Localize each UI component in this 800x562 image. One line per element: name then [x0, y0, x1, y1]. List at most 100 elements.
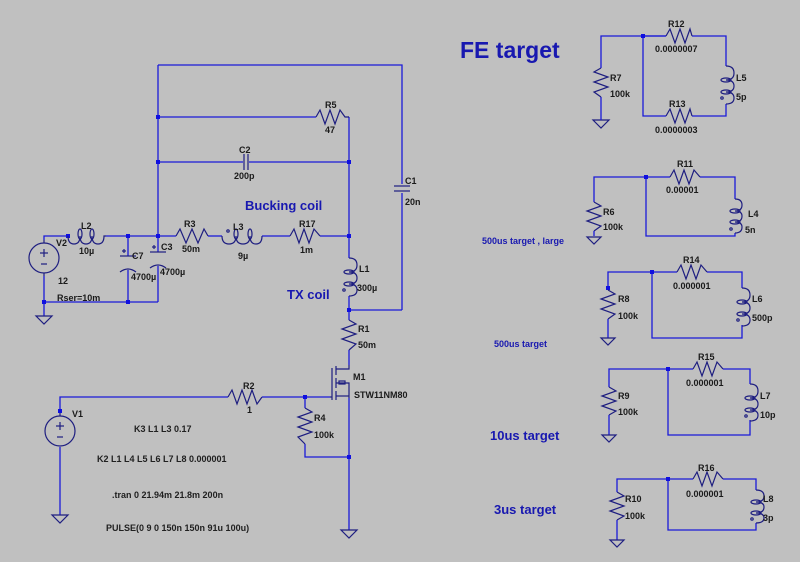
- value-m1: STW11NM80: [354, 390, 408, 400]
- value-l4: 5n: [745, 225, 756, 235]
- title-bucking-coil: Bucking coil: [245, 198, 322, 213]
- value-r13: 0.0000003: [655, 125, 698, 135]
- label-c2: C2: [239, 145, 251, 155]
- fe-target-circuit[interactable]: [591, 27, 735, 129]
- label-r12: R12: [668, 19, 685, 29]
- capacitor-c3[interactable]: [149, 245, 167, 269]
- ground-icon: [34, 315, 54, 325]
- capacitor-c1[interactable]: [394, 185, 410, 192]
- value-r10: 100k: [625, 511, 646, 521]
- target-500us-large-circuit[interactable]: [585, 168, 743, 245]
- annotations: FE target Bucking coil TX coil 500us tar…: [245, 37, 564, 517]
- label-l2: L2: [81, 221, 92, 231]
- label-r8: R8: [618, 294, 630, 304]
- spice-directives: K3 L1 L3 0.17 K2 L1 L4 L5 L6 L7 L8 0.000…: [97, 424, 249, 533]
- value-r3: 50m: [182, 244, 200, 254]
- label-l6: L6: [752, 294, 763, 304]
- label-l1: L1: [359, 264, 370, 274]
- resistor-r2[interactable]: [227, 388, 263, 406]
- label-v2: V2: [56, 238, 67, 248]
- label-r5: R5: [325, 100, 337, 110]
- value-v2: 12: [58, 276, 68, 286]
- value-r5: 47: [325, 125, 335, 135]
- value-r9: 100k: [618, 407, 639, 417]
- value-r11: 0.00001: [666, 185, 699, 195]
- ground-icon: [50, 514, 70, 524]
- value-r12: 0.0000007: [655, 44, 698, 54]
- label-l8: L8: [763, 494, 774, 504]
- voltage-source-v1[interactable]: [44, 413, 76, 447]
- title-tx-coil: TX coil: [287, 287, 330, 302]
- voltage-source-v2[interactable]: [28, 240, 60, 276]
- directive-k3[interactable]: K3 L1 L3 0.17: [134, 424, 192, 434]
- label-l4: L4: [748, 209, 759, 219]
- directive-pulse[interactable]: PULSE(0 9 0 150n 150n 91u 100u): [106, 523, 249, 533]
- label-r4: R4: [314, 413, 326, 423]
- title-500us: 500us target: [494, 339, 547, 349]
- value-r7: 100k: [610, 89, 631, 99]
- value-l7: 10p: [760, 410, 776, 420]
- label-l7: L7: [760, 391, 771, 401]
- value-l6: 500p: [752, 313, 773, 323]
- value-r15: 0.000001: [686, 378, 724, 388]
- label-r3: R3: [184, 219, 196, 229]
- label-r14: R14: [683, 255, 700, 265]
- label-c7: C7: [132, 251, 144, 261]
- label-r1: R1: [358, 324, 370, 334]
- label-c1: C1: [405, 176, 417, 186]
- value-c2: 200p: [234, 171, 255, 181]
- value-l3: 9µ: [238, 251, 248, 261]
- mosfet-m1[interactable]: [330, 365, 350, 400]
- value-r4: 100k: [314, 430, 335, 440]
- value-c3: 4700µ: [160, 267, 185, 277]
- value-l5: 5p: [736, 92, 747, 102]
- capacitor-c2[interactable]: [243, 154, 249, 170]
- label-r13: R13: [669, 99, 686, 109]
- label-r6: R6: [603, 207, 615, 217]
- ground-icon: [339, 529, 359, 539]
- resistor-r4[interactable]: [296, 407, 314, 445]
- value-r17: 1m: [300, 245, 313, 255]
- value-r1: 50m: [358, 340, 376, 350]
- target-10us-circuit[interactable]: [600, 360, 759, 443]
- value-r8: 100k: [618, 311, 639, 321]
- value-l2: 10µ: [79, 246, 94, 256]
- inductor-l1[interactable]: [342, 257, 358, 297]
- directive-k2[interactable]: K2 L1 L4 L5 L6 L7 L8 0.000001: [97, 454, 227, 464]
- wires: [43, 64, 403, 530]
- capacitor-c7[interactable]: [119, 249, 137, 273]
- resistor-r1[interactable]: [340, 319, 358, 351]
- label-r9: R9: [618, 391, 630, 401]
- value-l8: 3p: [763, 513, 774, 523]
- value-r16: 0.000001: [686, 489, 724, 499]
- component-labels: V2 12 Rser=10m L2 10µ C7 4700µ C3 4700µ …: [56, 19, 776, 523]
- label-r16: R16: [698, 463, 715, 473]
- title-10us: 10us target: [490, 428, 560, 443]
- label-m1: M1: [353, 372, 366, 382]
- resistor-r3[interactable]: [175, 227, 209, 245]
- label-r2: R2: [243, 381, 255, 391]
- label-r15: R15: [698, 352, 715, 362]
- title-500us-large: 500us target , large: [482, 236, 564, 246]
- value-r2: 1: [247, 405, 252, 415]
- resistor-r17[interactable]: [289, 227, 321, 245]
- value-l1: 300µ: [357, 283, 377, 293]
- label-r10: R10: [625, 494, 642, 504]
- target-500us-circuit[interactable]: [599, 263, 751, 346]
- value-c7: 4700µ: [131, 272, 156, 282]
- value-v2-rser: Rser=10m: [57, 293, 100, 303]
- value-r14: 0.000001: [673, 281, 711, 291]
- resistor-r5[interactable]: [315, 108, 349, 126]
- target-3us-circuit[interactable]: [608, 470, 765, 548]
- label-l3: L3: [233, 222, 244, 232]
- label-l5: L5: [736, 73, 747, 83]
- label-r7: R7: [610, 73, 622, 83]
- label-r11: R11: [677, 159, 693, 169]
- title-fe-target: FE target: [460, 37, 560, 63]
- value-r6: 100k: [603, 222, 624, 232]
- inductor-l3[interactable]: [221, 228, 263, 245]
- inductor-l2[interactable]: [67, 228, 106, 245]
- directive-tran[interactable]: .tran 0 21.94m 21.8m 200n: [112, 490, 223, 500]
- label-c3: C3: [161, 242, 173, 252]
